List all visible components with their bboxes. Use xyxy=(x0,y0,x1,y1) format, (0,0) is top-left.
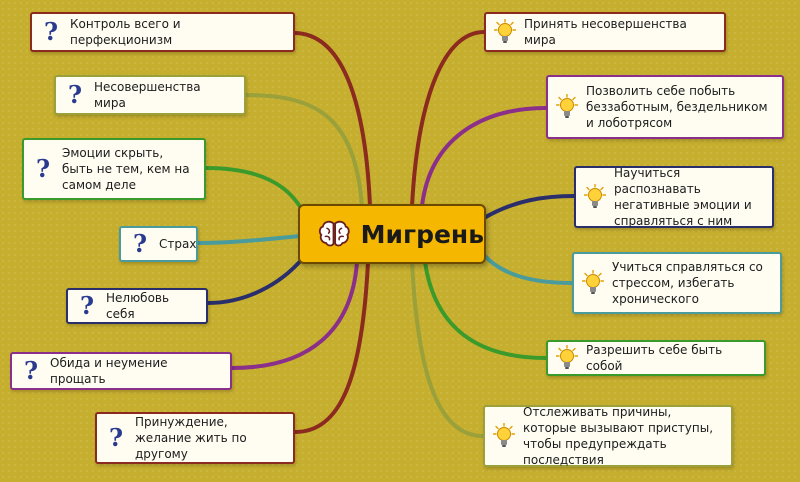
cause-node[interactable]: ? Принуждение, желание жить по другому xyxy=(95,412,295,464)
question-icon: ? xyxy=(20,356,42,385)
central-node[interactable]: Мигрень xyxy=(298,204,486,264)
cause-node[interactable]: ? Несовершенства мира xyxy=(54,75,246,115)
node-text: Разрешить себе быть собой xyxy=(586,343,723,373)
svg-text:?: ? xyxy=(36,156,50,182)
node-text: Принять несовершенства мира xyxy=(524,17,687,47)
solution-node[interactable]: Научиться распознавать негативные эмоции… xyxy=(574,166,774,228)
link-cause-2 xyxy=(204,166,304,212)
link-solution-5 xyxy=(410,260,485,438)
solution-node[interactable]: Учиться справляться со стрессом, избегат… xyxy=(572,252,782,314)
node-text: Отслеживать причины, которые вызывают пр… xyxy=(523,405,714,467)
link-solution-3 xyxy=(482,253,574,285)
node-text: Страх xyxy=(159,237,197,251)
svg-text:?: ? xyxy=(68,82,82,108)
node-text: Позволить себе побыть беззаботным, безде… xyxy=(586,84,768,130)
central-title: Мигрень xyxy=(360,219,484,249)
cause-node[interactable]: ? Страх xyxy=(119,226,198,262)
link-cause-0 xyxy=(292,31,372,208)
cause-node[interactable]: ? Нелюбовь себя xyxy=(66,288,208,324)
node-text: Научиться распознавать негативные эмоции… xyxy=(614,166,752,228)
node-text: Контроль всего и перфекционизм xyxy=(70,17,181,47)
cause-node[interactable]: ? Эмоции скрыть, быть не тем, кем на сам… xyxy=(22,138,206,200)
question-icon: ? xyxy=(64,80,86,109)
link-solution-0 xyxy=(410,30,486,208)
lightbulb-icon xyxy=(555,93,579,120)
link-solution-2 xyxy=(482,194,576,220)
node-text: Эмоции скрыть, быть не тем, кем на самом… xyxy=(62,146,190,192)
link-cause-4 xyxy=(206,256,305,305)
node-text: Несовершенства мира xyxy=(94,80,201,110)
solution-node[interactable]: Позволить себе побыть беззаботным, безде… xyxy=(546,75,784,139)
node-text: Учиться справляться со стрессом, избегат… xyxy=(612,260,763,306)
svg-text:?: ? xyxy=(80,293,94,319)
node-text: Принуждение, желание жить по другому xyxy=(135,415,247,461)
link-solution-4 xyxy=(423,260,548,360)
svg-text:?: ? xyxy=(24,358,38,384)
lightbulb-icon xyxy=(583,183,607,210)
link-cause-1 xyxy=(244,93,364,208)
cause-node[interactable]: ? Контроль всего и перфекционизм xyxy=(30,12,295,52)
link-solution-1 xyxy=(420,106,548,208)
lightbulb-icon xyxy=(492,422,516,449)
question-icon: ? xyxy=(32,154,54,183)
lightbulb-icon xyxy=(555,344,579,371)
question-icon: ? xyxy=(76,291,98,320)
question-icon: ? xyxy=(40,17,62,46)
solution-node[interactable]: Принять несовершенства мира xyxy=(484,12,726,52)
svg-text:?: ? xyxy=(133,231,147,257)
link-cause-3 xyxy=(196,234,302,245)
node-text: Обида и неумение прощать xyxy=(50,356,168,386)
node-text: Нелюбовь себя xyxy=(106,291,170,321)
svg-text:?: ? xyxy=(44,19,58,45)
question-icon: ? xyxy=(105,423,127,452)
svg-text:?: ? xyxy=(109,425,123,451)
solution-node[interactable]: Разрешить себе быть собой xyxy=(546,340,766,376)
cause-node[interactable]: ? Обида и неумение прощать xyxy=(10,352,232,390)
lightbulb-icon xyxy=(581,269,605,296)
link-cause-6 xyxy=(293,260,370,434)
link-cause-5 xyxy=(230,260,359,370)
question-icon: ? xyxy=(129,229,151,258)
solution-node[interactable]: Отслеживать причины, которые вызывают пр… xyxy=(483,405,733,467)
brain-icon xyxy=(318,220,350,247)
lightbulb-icon xyxy=(493,18,517,45)
